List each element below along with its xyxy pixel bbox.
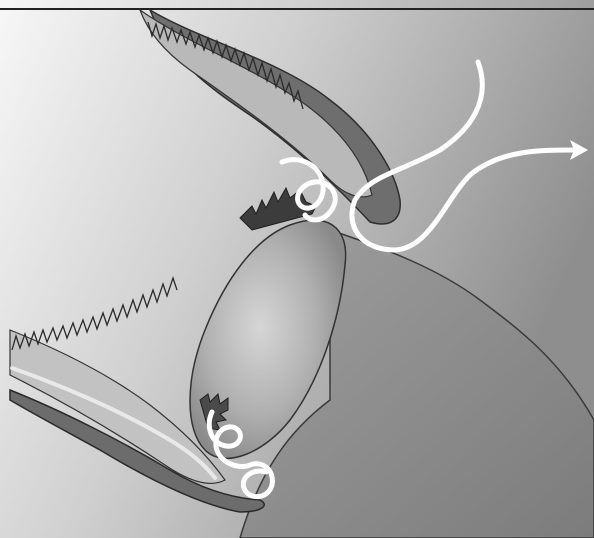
illustration-canvas bbox=[0, 0, 594, 538]
illustration-figure bbox=[0, 0, 594, 538]
